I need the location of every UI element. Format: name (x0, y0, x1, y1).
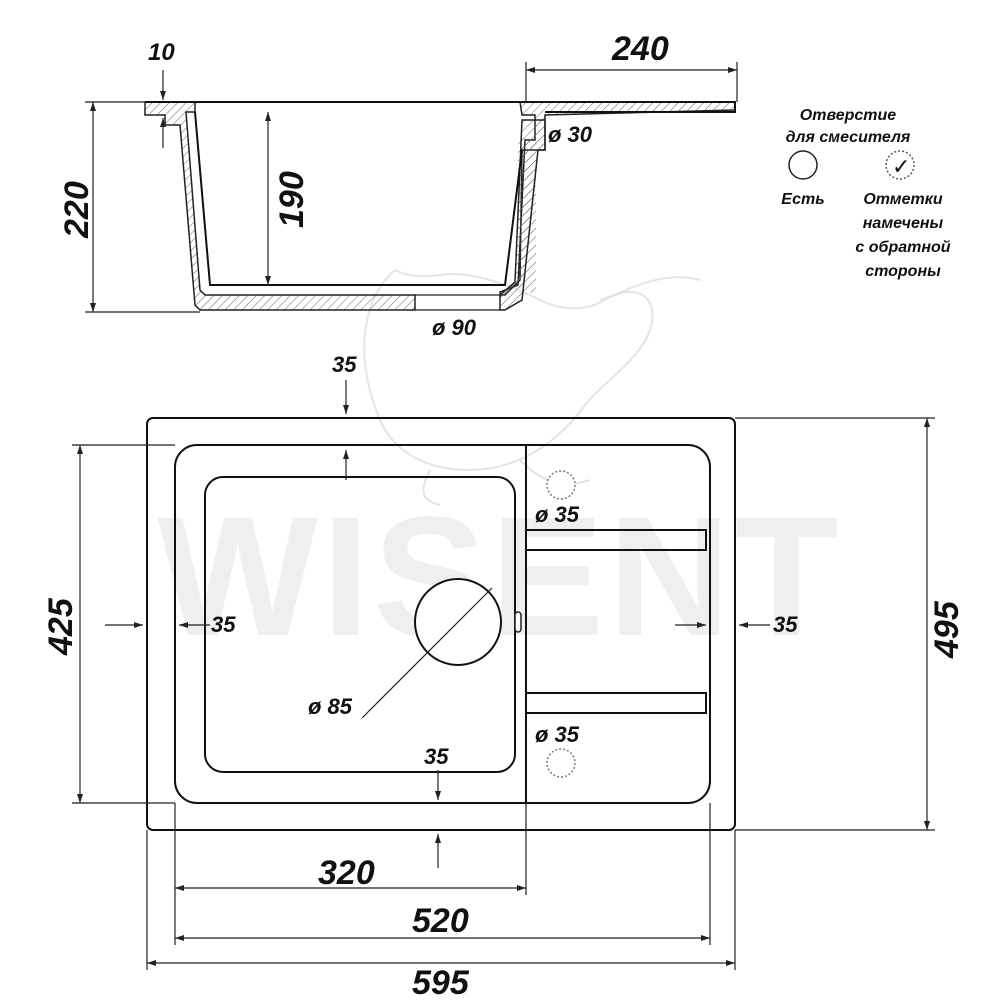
tap-hole-top-icon (546, 470, 576, 500)
legend-title-1: Отверстие (800, 107, 897, 124)
dim-top-margin: 35 (332, 352, 357, 377)
side-right-wall-body (499, 119, 546, 311)
dim-outer-depth: 495 (928, 600, 966, 659)
legend-title-2: для смесителя (786, 129, 911, 146)
dim-drain-side: ø 90 (432, 315, 477, 340)
dim-inner-depth: 425 (42, 597, 80, 656)
legend-option-marked-1: Отметки (863, 191, 943, 208)
legend-option-marked-2: намечены (863, 215, 944, 232)
dim-tap-hole-bottom: ø 35 (535, 722, 580, 747)
dim-drain-top: ø 85 (308, 694, 353, 719)
legend-option-exists: Есть (781, 191, 825, 208)
dim-tap-hole-side: ø 30 (548, 122, 593, 147)
hole-marked-icon (885, 150, 915, 180)
sink-inner-rim (174, 444, 711, 804)
dim-rim-thickness: 10 (148, 39, 175, 66)
dim-outer-width: 595 (412, 964, 470, 1000)
dim-inner-width: 520 (412, 902, 469, 940)
top-view: ø 85 ø 35 ø 35 35 35 35 35 425 495 (42, 352, 966, 1000)
brand-watermark-text: WISENT (157, 482, 842, 672)
drainboard-groove-top (525, 529, 707, 551)
side-view: 10 240 220 190 ø 30 ø 90 (58, 30, 738, 340)
dim-bowl-depth: 190 (273, 171, 311, 228)
dim-tap-hole-top: ø 35 (535, 502, 580, 527)
dim-drainboard-length: 240 (611, 30, 669, 68)
check-mark-icon: ✓ (892, 155, 910, 180)
dim-left-margin: 35 (211, 612, 236, 637)
legend-option-marked-3: с обратной (855, 239, 950, 256)
dim-bowl-width: 320 (318, 854, 375, 892)
overflow-slot (514, 611, 522, 633)
legend-option-marked-4: стороны (865, 263, 941, 280)
tap-hole-bottom-icon (546, 748, 576, 778)
dim-bottom-margin: 35 (424, 744, 449, 769)
drainboard-groove-bottom (525, 692, 707, 714)
sink-outer-outline (146, 417, 736, 831)
dim-right-margin: 35 (773, 612, 798, 637)
hole-present-icon (788, 150, 818, 180)
dim-total-height: 220 (58, 181, 96, 239)
tap-hole-legend: Отверстие для смесителя ✓ Есть Отметки н… (781, 107, 951, 280)
brand-watermark: WISENT (157, 268, 842, 672)
